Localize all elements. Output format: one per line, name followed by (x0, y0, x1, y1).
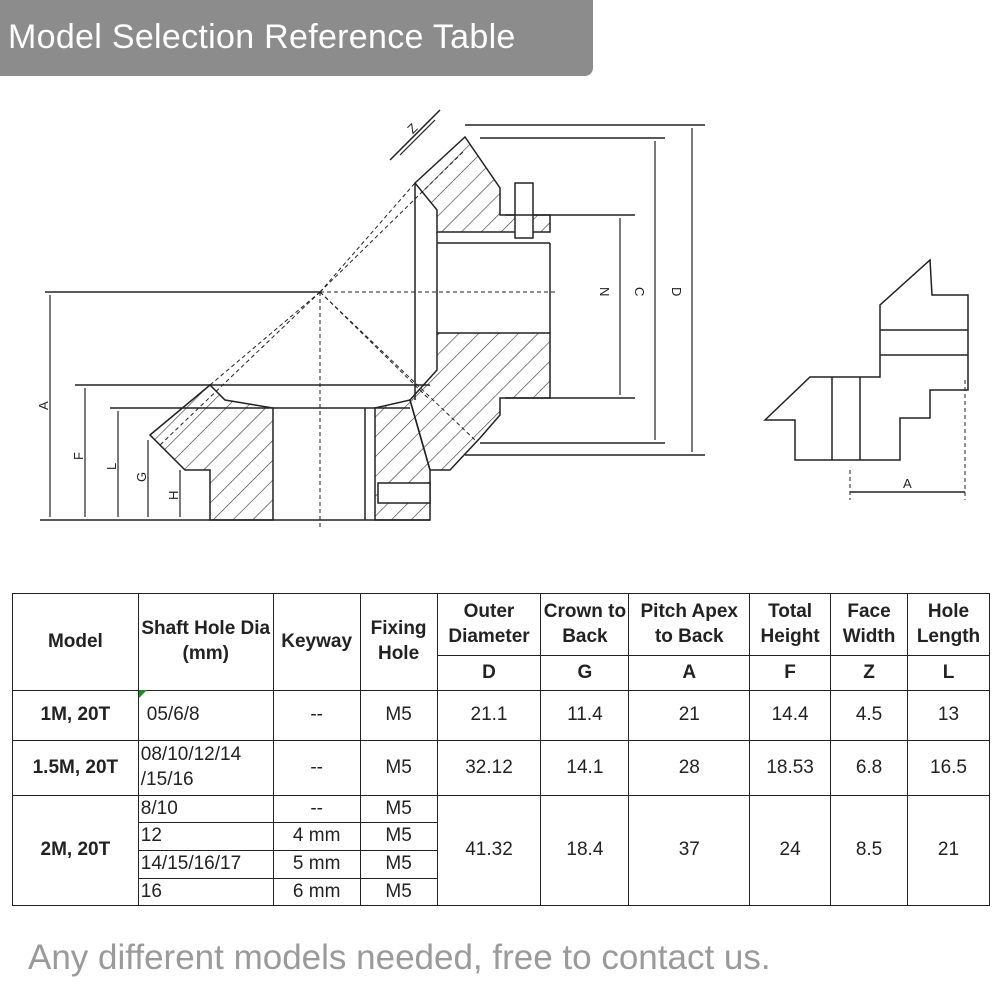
cell-z: 4.5 (830, 690, 908, 741)
letter-z: Z (830, 655, 908, 691)
cell-model: 2M, 20T (12, 795, 139, 906)
header-pitch-apex: Pitch Apex to Back (628, 593, 751, 656)
letter-a: A (628, 655, 751, 691)
side-view-gear (763, 258, 969, 461)
cell-shaft: 16 (137, 878, 274, 906)
cell-g: 18.4 (540, 795, 630, 906)
letter-g: G (540, 655, 630, 691)
header-shaft-hole: Shaft Hole Dia (mm) (137, 593, 274, 691)
cell-model: 1.5M, 20T (12, 740, 139, 796)
cell-l: 16.5 (906, 740, 991, 796)
cell-shaft: 05/6/8 (137, 690, 274, 741)
header-fixing-hole: Fixing Hole (359, 593, 438, 691)
cell-fixing: M5 (359, 822, 438, 851)
cell-f: 18.53 (749, 740, 832, 796)
table-row: 1.5M, 20T 08/10/12/14 /15/16 -- M5 32.12… (12, 740, 991, 796)
letter-f: F (749, 655, 832, 691)
header-keyway: Keyway (272, 593, 361, 691)
dim-label-a: A (36, 401, 51, 410)
cell-d: 21.1 (436, 690, 542, 741)
header-model: Model (12, 593, 139, 691)
cell-fixing: M5 (359, 690, 438, 741)
header-hole-length: Hole Length (906, 593, 991, 656)
cell-keyway: -- (272, 795, 361, 823)
cell-keyway: -- (272, 740, 361, 796)
header-outer-diameter: Outer Diameter (436, 593, 542, 656)
cell-l: 21 (906, 795, 991, 906)
cell-keyway: 5 mm (272, 850, 361, 879)
letter-d: D (436, 655, 542, 691)
cell-a: 28 (628, 740, 751, 796)
cell-keyway: -- (272, 690, 361, 741)
title-banner: Model Selection Reference Table (0, 0, 593, 76)
cell-d: 32.12 (436, 740, 542, 796)
letter-l: L (906, 655, 991, 691)
table-row: 2M, 20T 8/10 -- M5 41.32 18.4 37 24 8.5 … (12, 795, 991, 906)
upper-gear-bottom-section (409, 332, 551, 471)
table-subrow: 12 4 mm M5 (13, 822, 990, 851)
banner-title: Model Selection Reference Table (8, 18, 516, 56)
dim-label-h: H (166, 491, 181, 500)
cell-keyway: 4 mm (272, 822, 361, 851)
dim-label-g: G (134, 472, 149, 482)
header-total-height: Total Height (749, 593, 832, 656)
table-subrow: 16 6 mm M5 (13, 878, 990, 906)
cell-fixing: M5 (359, 850, 438, 879)
dim-label-z: Z (404, 120, 420, 136)
bevel-gear-drawing: Z N C D A F L G H A (36, 109, 969, 530)
header-crown-to-back: Crown to Back (540, 593, 630, 656)
model-selection-table: Model Shaft Hole Dia (mm) Keyway Fixing … (12, 593, 991, 906)
cell-l: 13 (906, 690, 991, 741)
cell-f: 24 (749, 795, 832, 906)
cell-d: 41.32 (436, 795, 542, 906)
dim-label-l: L (104, 463, 119, 470)
header-face-width: Face Width (830, 593, 908, 656)
dim-label-f: F (71, 452, 86, 460)
cell-z: 8.5 (830, 795, 908, 906)
cell-fixing: M5 (359, 740, 438, 796)
cell-shaft: 8/10 (137, 795, 274, 823)
side-dim-label-a: A (903, 476, 912, 491)
dim-label-c: C (632, 287, 647, 296)
cell-shaft: 14/15/16/17 (137, 850, 274, 879)
cell-shaft: 12 (137, 822, 274, 851)
cell-a: 21 (628, 690, 751, 741)
cell-comment-marker (139, 690, 147, 698)
cell-keyway: 6 mm (272, 878, 361, 906)
dim-label-n: N (597, 287, 612, 296)
table-row: 1M, 20T 05/6/8 -- M5 21.1 11.4 21 14.4 4… (12, 690, 991, 741)
cell-g: 14.1 (540, 740, 630, 796)
cell-fixing: M5 (359, 795, 438, 823)
cell-fixing: M5 (359, 878, 438, 906)
footer-note: Any different models needed, free to con… (28, 938, 771, 977)
table-subrow: 14/15/16/17 5 mm M5 (13, 850, 990, 879)
dim-label-d: D (669, 287, 684, 296)
cell-model: 1M, 20T (12, 690, 139, 741)
cell-g: 11.4 (540, 690, 630, 741)
cell-a: 37 (628, 795, 751, 906)
cell-f: 14.4 (749, 690, 832, 741)
cell-shaft: 08/10/12/14 /15/16 (137, 740, 274, 796)
cell-z: 6.8 (830, 740, 908, 796)
